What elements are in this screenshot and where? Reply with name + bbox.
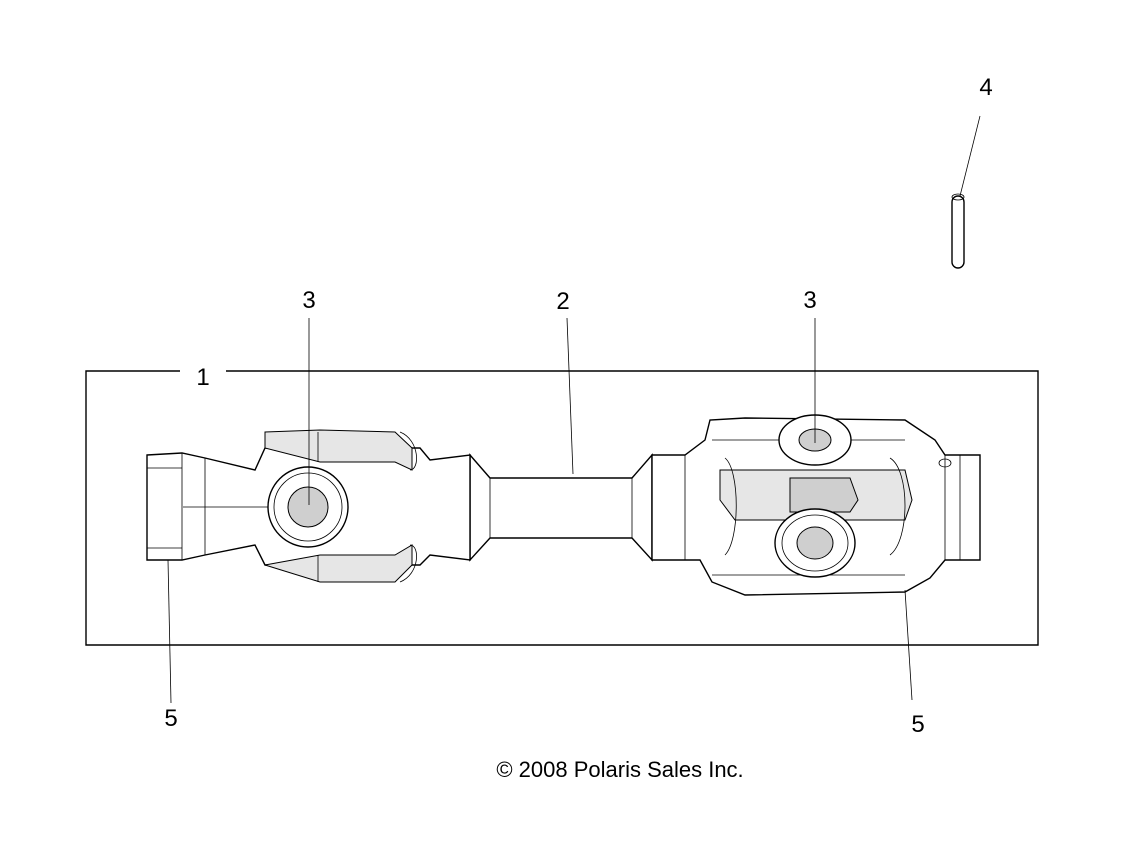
right-u-joint — [651, 414, 981, 596]
assembly-outline — [85, 370, 1039, 646]
callout-5-yoke-right: 5 — [911, 711, 924, 738]
leader-lines — [167, 115, 981, 704]
left-u-joint — [146, 429, 471, 583]
center-shaft — [469, 453, 653, 562]
callout-3-cross-right: 3 — [803, 287, 816, 314]
callout-2-shaft: 2 — [556, 288, 569, 315]
callout-3-cross-left: 3 — [302, 287, 315, 314]
callout-5-yoke-left: 5 — [164, 705, 177, 732]
roll-pin — [951, 193, 965, 269]
callout-1-assembly: 1 — [196, 364, 209, 391]
copyright-notice: © 2008 Polaris Sales Inc. — [496, 757, 743, 782]
callout-4-pin: 4 — [979, 74, 992, 101]
